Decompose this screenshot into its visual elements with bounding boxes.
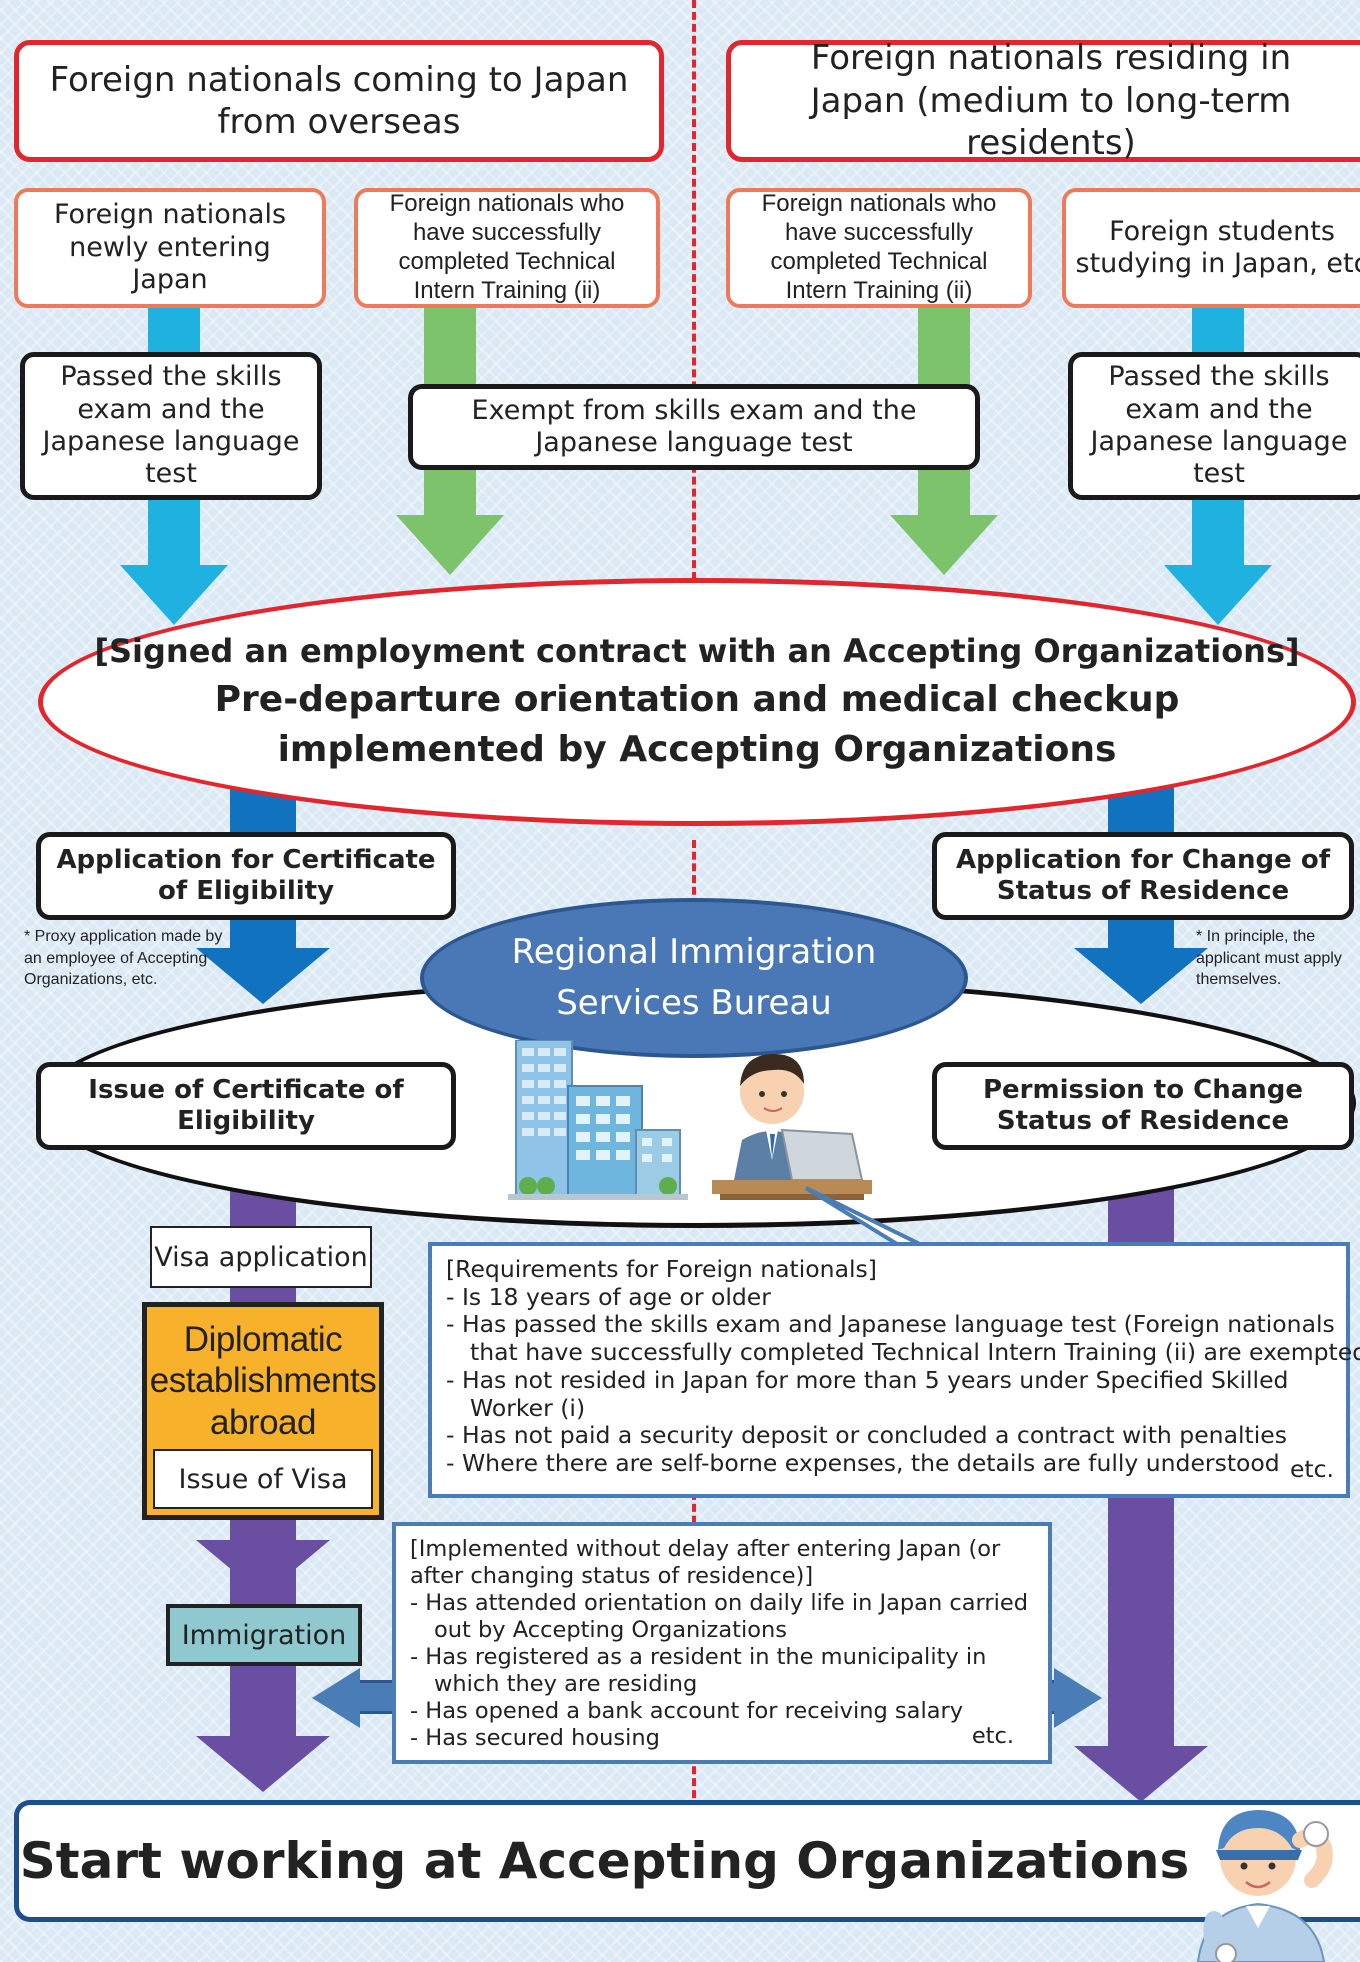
visa-application-box: Visa application	[150, 1226, 372, 1288]
application-coe: Application for Certificate of Eligibili…	[36, 832, 456, 920]
application-change-label: Application for Change of Status of Resi…	[955, 844, 1331, 906]
category-students-label: Foreign students studying in Japan, etc	[1075, 215, 1360, 279]
requirement-item: - Is 18 years of age or older	[446, 1282, 771, 1311]
exam-exempt-label: Exempt from skills exam and the Japanese…	[471, 394, 917, 458]
exam-passed-left: Passed the skills exam and the Japanese …	[20, 352, 322, 500]
bureau-name-oval: Regional Immigration Services Bureau	[420, 898, 968, 1058]
diplomatic-box: Diplomatic establishments abroad Issue o…	[142, 1302, 384, 1520]
flow-arrow-right-purple-head	[1074, 1746, 1208, 1802]
flow-arrow-left-cyan-head	[120, 565, 228, 625]
after-entry-box: [Implemented without delay after enterin…	[392, 1522, 1052, 1764]
principle-note: * In principle, the applicant must apply…	[1196, 928, 1342, 989]
flow-arrow-right-green-head	[890, 515, 998, 575]
category-tit-right: Foreign nationals who have successfully …	[726, 188, 1032, 308]
exam-passed-left-label: Passed the skills exam and the Japanese …	[42, 361, 300, 490]
immigration-box: Immigration	[166, 1604, 362, 1666]
exam-passed-right-label: Passed the skills exam and the Japanese …	[1090, 361, 1348, 490]
issue-visa-label: Issue of Visa	[178, 1463, 348, 1495]
flow-arrow-right-blue-head	[1074, 948, 1208, 1004]
requirements-etc: etc.	[1289, 1455, 1334, 1484]
issue-visa-box: Issue of Visa	[153, 1449, 373, 1509]
requirement-item: that have successfully completed Technic…	[470, 1338, 1360, 1367]
immigration-officer-image	[712, 1054, 872, 1200]
requirements-box: [Requirements for Foreign nationals] - I…	[428, 1242, 1360, 1498]
requirement-item: Worker (i)	[470, 1393, 586, 1422]
double-arrow-left-head	[312, 1668, 360, 1728]
office-buildings-image	[508, 1040, 688, 1200]
category-tit-right-label: Foreign nationals who have successfully …	[761, 190, 997, 304]
start-working-box: Start working at Accepting Organizations	[14, 1800, 1360, 1922]
bureau-name-label: Regional Immigration Services Bureau	[511, 932, 877, 1023]
worker-image	[1196, 1810, 1333, 1962]
requirement-item: - Has passed the skills exam and Japanes…	[446, 1310, 1335, 1339]
after-entry-title-1: [Implemented without delay after enterin…	[410, 1536, 1001, 1562]
category-tit-left-label: Foreign nationals who have successfully …	[389, 190, 625, 304]
header-residing: Foreign nationals residing in Japan (med…	[726, 38, 1360, 164]
category-students: Foreign students studying in Japan, etc	[1062, 188, 1360, 308]
immigration-label: Immigration	[181, 1619, 347, 1651]
flow-arrow-left-purple-head-2	[196, 1736, 330, 1792]
header-overseas-label: Foreign nationals coming to Japan from o…	[49, 59, 629, 143]
flow-arrow-left-purple-head-1	[196, 1540, 330, 1596]
proxy-note: * Proxy application made by an employee …	[24, 928, 223, 989]
requirement-item: - Has not paid a security deposit or con…	[446, 1421, 1287, 1450]
double-arrow-right-head	[1054, 1668, 1102, 1728]
diplomatic-label: Diplomatic establishments abroad	[149, 1320, 377, 1442]
flow-arrow-left-blue-head	[196, 948, 330, 1004]
permission-change: Permission to Change Status of Residence	[932, 1062, 1354, 1150]
after-entry-item: - Has secured housing	[410, 1725, 660, 1751]
header-overseas: Foreign nationals coming to Japan from o…	[14, 40, 664, 162]
center-divider-top	[692, 0, 696, 580]
after-entry-item: - Has registered as a resident in the mu…	[410, 1644, 987, 1670]
contract-line-3: implemented by Accepting Organizations	[277, 729, 1117, 771]
after-entry-item: - Has attended orientation on daily life…	[410, 1590, 1029, 1616]
after-entry-item: which they are residing	[434, 1671, 698, 1697]
start-working-label: Start working at Accepting Organizations	[19, 1832, 1190, 1890]
visa-application-label: Visa application	[154, 1241, 368, 1273]
after-entry-item: out by Accepting Organizations	[434, 1617, 787, 1643]
flow-arrow-left-green-head	[396, 515, 504, 575]
after-entry-item: - Has opened a bank account for receivin…	[410, 1698, 964, 1724]
requirement-item: - Has not resided in Japan for more than…	[446, 1365, 1289, 1394]
requirement-item: - Where there are self-borne expenses, t…	[446, 1449, 1280, 1478]
flow-arrow-right-cyan-head	[1164, 565, 1272, 625]
header-residing-label: Foreign nationals residing in Japan (med…	[810, 38, 1292, 164]
permission-change-label: Permission to Change Status of Residence	[982, 1074, 1304, 1136]
exam-passed-right: Passed the skills exam and the Japanese …	[1068, 352, 1360, 500]
contract-ellipse: [Signed an employment contract with an A…	[38, 578, 1356, 826]
issue-coe: Issue of Certificate of Eligibility	[36, 1062, 456, 1150]
after-entry-title-2: after changing status of residence)]	[410, 1563, 814, 1589]
application-change: Application for Change of Status of Resi…	[932, 832, 1354, 920]
exam-exempt: Exempt from skills exam and the Japanese…	[408, 384, 980, 470]
contract-line-1: [Signed an employment contract with an A…	[94, 632, 1300, 671]
category-tit-left: Foreign nationals who have successfully …	[354, 188, 660, 308]
category-newly-entering: Foreign nationals newly entering Japan	[14, 188, 326, 308]
issue-coe-label: Issue of Certificate of Eligibility	[88, 1074, 404, 1136]
category-newly-entering-label: Foreign nationals newly entering Japan	[53, 199, 287, 296]
after-entry-etc: etc.	[971, 1723, 1014, 1749]
requirements-title: [Requirements for Foreign nationals]	[446, 1255, 877, 1283]
contract-line-2: Pre-departure orientation and medical ch…	[214, 678, 1180, 720]
application-coe-label: Application for Certificate of Eligibili…	[56, 844, 436, 906]
